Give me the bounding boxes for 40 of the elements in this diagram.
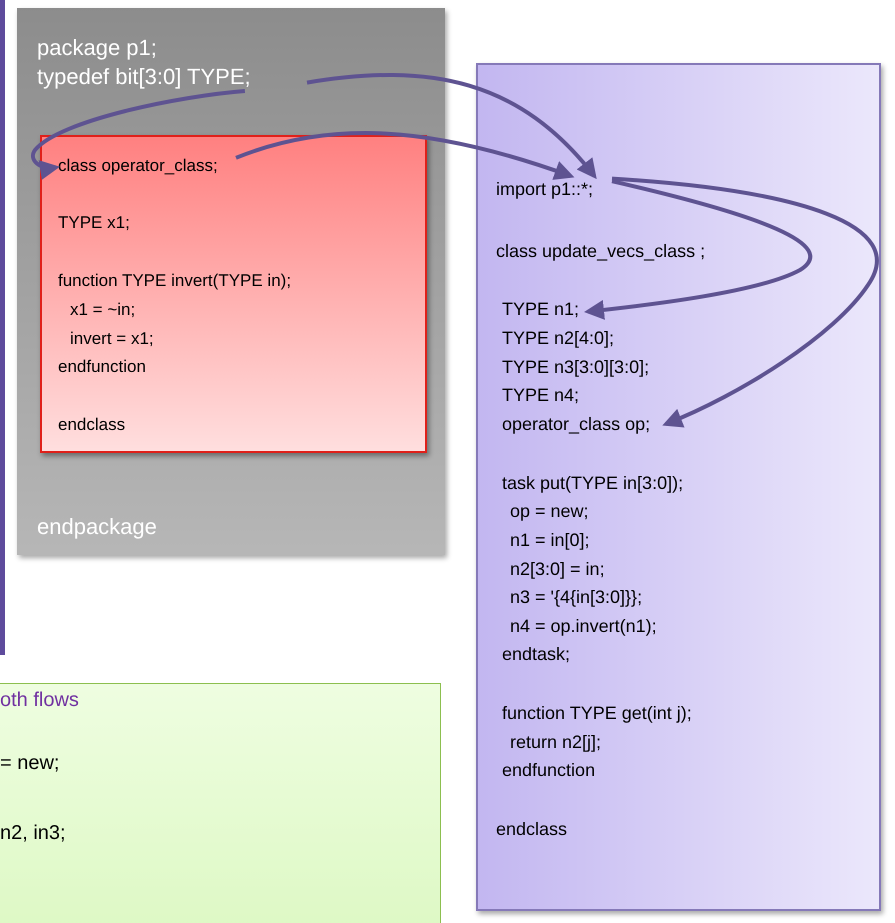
note-box — [0, 683, 441, 923]
arrow — [612, 176, 878, 428]
code-line: TYPE n2[4:0]; — [502, 328, 614, 349]
code-line: TYPE x1; — [58, 213, 130, 233]
code-line: n2[3:0] = in; — [510, 559, 605, 580]
code-line: invert = x1; — [70, 329, 154, 349]
code-line: package p1; — [37, 35, 157, 60]
code-line: class update_vecs_class ; — [496, 241, 706, 262]
package-box — [17, 8, 445, 555]
code-line: x1 = ~in; — [70, 300, 136, 320]
code-line: TYPE n3[3:0][3:0]; — [502, 357, 650, 378]
code-line: n1 = in[0]; — [510, 530, 590, 551]
code-line: endclass — [58, 415, 126, 435]
code-line: oth flows — [0, 689, 79, 712]
code-line: function TYPE get(int j); — [502, 703, 692, 724]
class-box — [476, 63, 881, 911]
arrow — [235, 131, 574, 180]
code-line: n3 = '{4{in[3:0]}}; — [510, 587, 642, 608]
code-line: endclass — [496, 819, 568, 840]
code-line: function TYPE invert(TYPE in); — [58, 271, 292, 291]
code-line: TYPE n1; — [502, 298, 590, 324]
code-line: task put(TYPE in[3:0]); — [502, 473, 684, 494]
code-line: operator_class op; — [502, 413, 668, 439]
code-line: endfunction — [502, 760, 596, 781]
code-line: endtask; — [502, 644, 570, 665]
arrow — [306, 73, 597, 180]
code-line: return n2[j]; — [510, 732, 602, 753]
arrow — [31, 89, 246, 179]
code-line: import p1::*; — [496, 178, 614, 204]
class-box — [40, 135, 427, 453]
code-line: n2, in3; — [0, 822, 66, 845]
code-line: TYPE n4; — [502, 385, 580, 406]
code-line: class operator_class; — [58, 155, 238, 179]
code-line: endfunction — [58, 357, 146, 377]
code-line: typedef bit[3:0] TYPE; — [37, 63, 307, 91]
arrow — [584, 179, 812, 320]
code-line: op = new; — [510, 501, 589, 522]
code-line: = new; — [0, 752, 60, 775]
code-line: n4 = op.invert(n1); — [510, 616, 657, 637]
code-line: endpackage — [37, 514, 157, 540]
